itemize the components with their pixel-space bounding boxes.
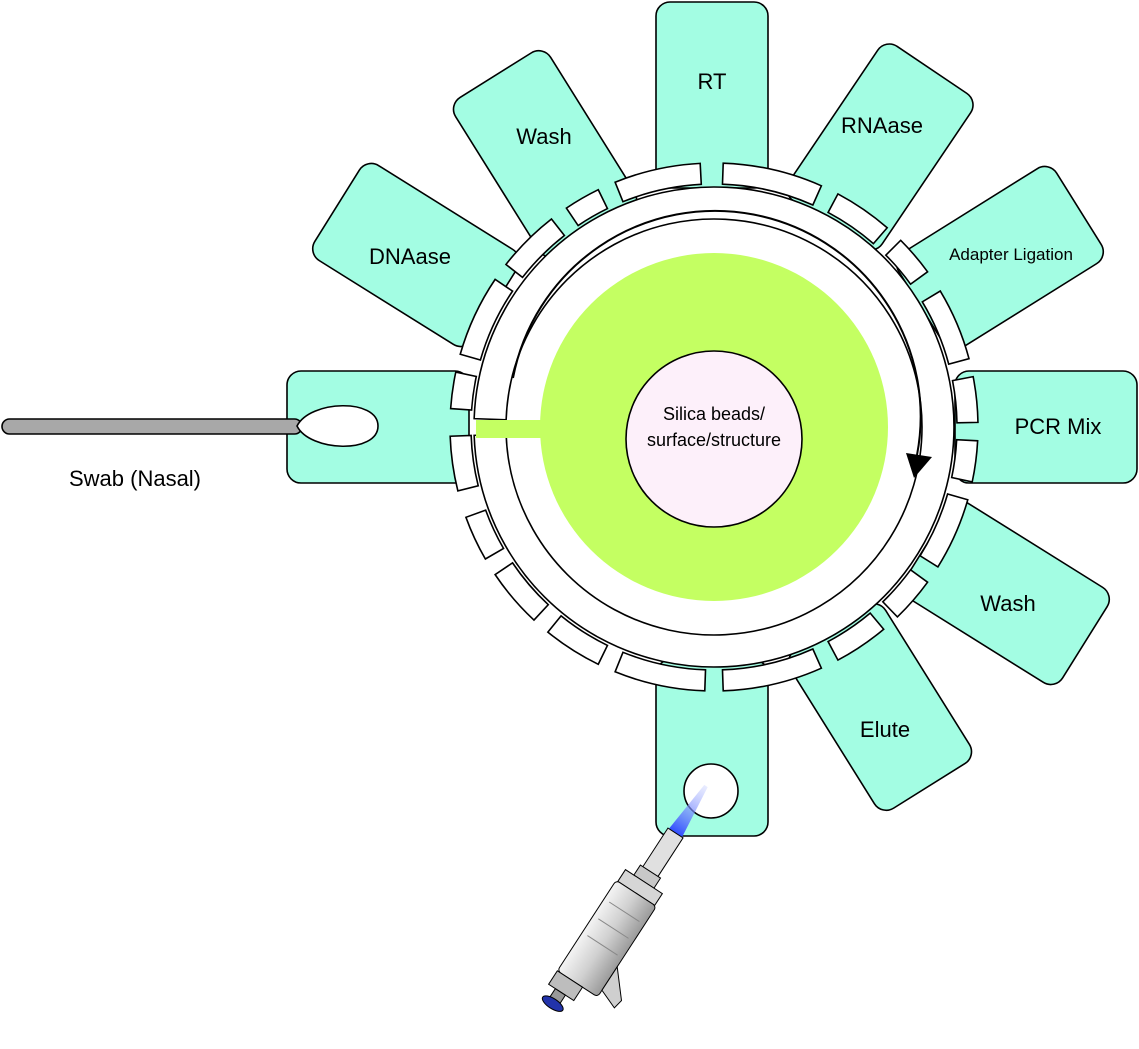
- label-dnaase: DNAase: [369, 244, 451, 269]
- outer-valve-ring: [449, 162, 979, 692]
- outer-ring-segment: [464, 509, 505, 561]
- outer-ring-segment: [494, 561, 550, 622]
- center-label-line1: Silica beads/: [663, 404, 765, 424]
- swab: [1, 404, 379, 448]
- swab-tip: [296, 404, 379, 448]
- outer-ring-segment: [881, 568, 929, 619]
- outer-ring-segment: [950, 438, 979, 483]
- pipette-icon: [541, 784, 708, 1012]
- outer-ring-segment: [884, 239, 929, 286]
- label-adapter-ligation: Adapter Ligation: [949, 245, 1073, 264]
- label-pcr-mix: PCR Mix: [1015, 414, 1102, 439]
- swab-stick: [1, 418, 303, 435]
- inner-channel-segment: [473, 186, 955, 668]
- outer-ring-segment: [449, 434, 480, 492]
- flow-arrow-head: [906, 453, 932, 478]
- outer-ring-segment: [565, 188, 609, 227]
- outer-ring-segment: [951, 375, 979, 424]
- outer-ring-segment: [721, 162, 823, 207]
- outer-ring-segment: [721, 647, 823, 692]
- label-wash-top: Wash: [516, 124, 571, 149]
- label-wash-bottom: Wash: [980, 591, 1035, 616]
- label-elute: Elute: [860, 717, 910, 742]
- outer-ring-segment: [449, 371, 478, 411]
- outer-ring-segment: [827, 612, 885, 662]
- outer-ring-segment: [918, 492, 969, 569]
- label-rnaase: RNAase: [841, 113, 923, 138]
- center-label-line2: surface/structure: [647, 430, 781, 450]
- inner-channel-ring: [473, 186, 955, 668]
- outer-ring-segment: [827, 192, 889, 245]
- center-disk: [625, 350, 803, 528]
- label-swab: Swab (Nasal): [69, 466, 201, 491]
- label-rt: RT: [698, 69, 727, 94]
- outer-ring-segment: [614, 651, 707, 692]
- chamber-pcr-mix: [954, 370, 1138, 484]
- outer-ring-segment: [459, 278, 514, 362]
- chamber-rt: [655, 1, 769, 189]
- outer-ring-segment: [546, 614, 609, 666]
- outer-ring-segment: [614, 162, 703, 203]
- outer-ring-segment: [504, 217, 566, 279]
- flow-arrow: [512, 209, 922, 456]
- outer-ring-segment: [921, 289, 970, 366]
